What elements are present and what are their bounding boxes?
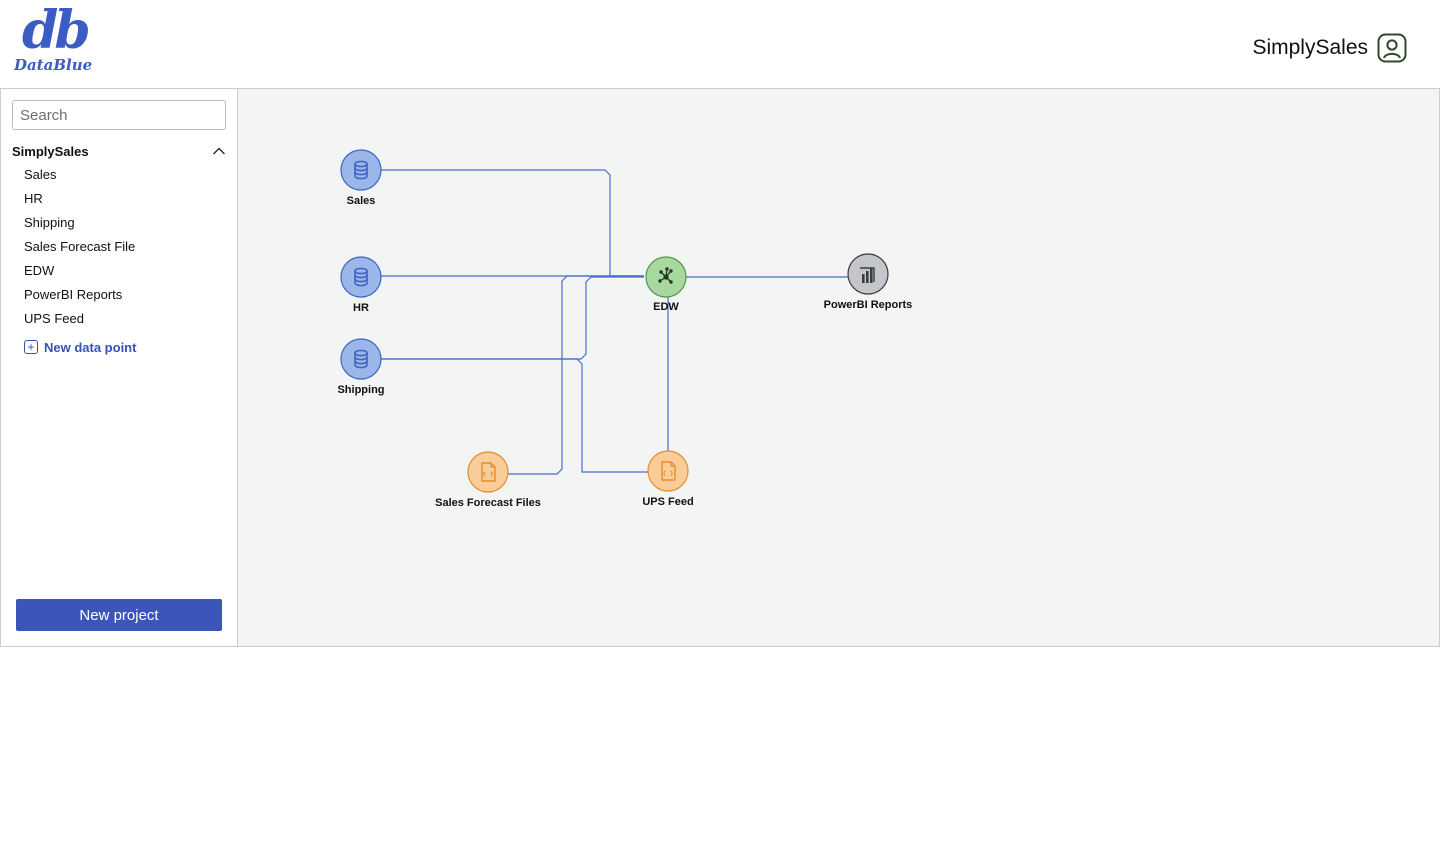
sidebar-item-shipping[interactable]: Shipping (24, 215, 75, 230)
project-group-header[interactable]: SimplySales (12, 143, 226, 163)
new-data-point-button[interactable]: + New data point (24, 338, 136, 356)
node-shipping-label: Shipping (337, 384, 384, 396)
new-data-point-label: New data point (44, 339, 137, 355)
node-sales[interactable]: Sales (340, 149, 382, 207)
sidebar-item-sales[interactable]: Sales (24, 167, 57, 182)
workspace: SimplySales Sales HR Shipping Sales Fore… (0, 88, 1440, 647)
edges (381, 169, 848, 475)
database-icon (354, 349, 368, 369)
sidebar-item-hr[interactable]: HR (24, 191, 43, 206)
node-shipping[interactable]: Shipping (337, 338, 385, 396)
sidebar-item-edw[interactable]: EDW (24, 263, 55, 278)
node-forecast-label: Sales Forecast Files (435, 497, 541, 509)
node-edw-label: EDW (653, 301, 679, 313)
node-forecast[interactable]: Sales Forecast Files (435, 451, 541, 509)
search-input[interactable] (12, 100, 226, 130)
node-powerbi[interactable]: PowerBI Reports (824, 253, 913, 311)
sidebar-item-sales-forecast-file[interactable]: Sales Forecast File (24, 239, 136, 254)
node-ups-label: UPS Feed (642, 496, 693, 508)
sidebar-item-powerbi-reports[interactable]: PowerBI Reports (24, 287, 123, 302)
user-icon (1377, 33, 1407, 63)
edge-forecast-to-edw[interactable] (508, 275, 644, 475)
node-ups-circle[interactable] (647, 450, 689, 492)
edge-shipping-to-ups[interactable] (381, 358, 648, 473)
logo-mark: db (22, 0, 91, 61)
node-forecast-circle[interactable] (467, 451, 509, 493)
database-icon (354, 267, 368, 287)
chevron-up-icon[interactable] (212, 145, 226, 157)
user-account-button[interactable] (1377, 33, 1407, 63)
network-icon (658, 267, 673, 284)
node-ups[interactable]: UPS Feed (642, 450, 694, 508)
database-icon (354, 160, 368, 180)
node-powerbi-label: PowerBI Reports (824, 299, 913, 311)
sidebar: SimplySales Sales HR Shipping Sales Fore… (1, 89, 238, 646)
node-sales-label: Sales (347, 195, 376, 207)
edge-shipping-to-edw[interactable] (381, 276, 644, 360)
app-header: db DataBlue SimplySales (0, 0, 1440, 88)
current-project-name: SimplySales (1252, 36, 1368, 59)
powerbi-icon (860, 267, 875, 283)
logo-text: DataBlue (14, 56, 93, 74)
node-edw[interactable]: EDW (645, 256, 687, 313)
node-hr[interactable]: HR (340, 256, 382, 314)
data-point-list: Sales HR Shipping Sales Forecast File ED… (24, 165, 135, 333)
project-group-title: SimplySales (12, 144, 89, 159)
file-icon (661, 461, 676, 481)
sidebar-item-ups-feed[interactable]: UPS Feed (24, 311, 84, 326)
file-icon (481, 462, 496, 482)
plus-icon: + (24, 340, 38, 354)
edge-sales-to-edw[interactable] (381, 169, 644, 277)
datablue-logo[interactable]: db DataBlue (14, 0, 92, 78)
node-hr-label: HR (353, 302, 369, 314)
new-project-button[interactable]: New project (16, 599, 222, 631)
